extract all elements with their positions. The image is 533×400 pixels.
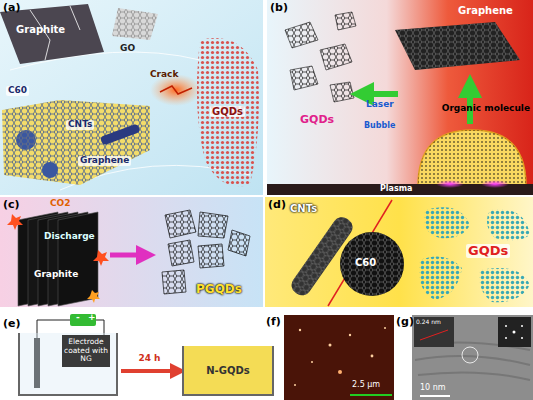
figure-label: + xyxy=(88,313,96,323)
figure-label: CNTs xyxy=(66,120,94,130)
figure-label: Discharge xyxy=(44,232,95,242)
figure-label: Graphene xyxy=(78,156,131,166)
figure-label: (b) xyxy=(270,2,288,14)
figure-label: GQDs xyxy=(210,106,245,117)
figure-label: Bubble xyxy=(364,122,422,131)
figure-label: GQDs xyxy=(300,114,334,126)
beaker-label: N-GQDs xyxy=(206,365,249,376)
panel-a xyxy=(0,0,263,195)
figure-label: PGQDs xyxy=(196,283,242,296)
process-arrow xyxy=(121,369,178,373)
figure-label: Graphite xyxy=(34,270,78,280)
figure-label: C60 xyxy=(355,257,376,268)
figure-label: (c) xyxy=(3,199,20,211)
figure-label: 2.5 μm xyxy=(352,381,380,390)
figure-label: GQDs xyxy=(466,244,510,258)
panel-b xyxy=(267,0,533,195)
edge-label: 24 h xyxy=(138,354,160,364)
figure-label: Laser xyxy=(366,100,394,110)
figure-label: CO2 xyxy=(50,199,71,209)
figure-label: 10 nm xyxy=(420,384,446,393)
figure-label: (e) xyxy=(3,318,21,330)
tem-image xyxy=(412,315,533,400)
beaker-product: N-GQDs xyxy=(182,346,274,396)
figure-label: Graphene xyxy=(458,5,513,16)
figure-label: 0.24 nm xyxy=(416,319,441,326)
figure-label: CNTs xyxy=(290,203,317,214)
figure-label: (g) xyxy=(396,316,414,328)
figure-label: - xyxy=(76,313,80,323)
figure-label: Crack xyxy=(150,70,178,80)
figure-label: Organic molecule xyxy=(442,104,530,114)
figure-label: C60 xyxy=(6,86,29,96)
afm-image xyxy=(284,315,394,400)
figure-label: Graphite xyxy=(16,24,65,35)
figure-label: GO xyxy=(120,44,135,54)
beaker-electrode: Electrode coated with NG xyxy=(18,333,118,396)
electrode-label: Electrode coated with NG xyxy=(62,335,110,367)
figure-label: (d) xyxy=(268,199,286,211)
panel-d xyxy=(265,197,533,307)
panel-c xyxy=(0,197,263,307)
figure-label: Plasma xyxy=(380,185,413,194)
figure-label: (f) xyxy=(266,316,281,328)
figure-label: (a) xyxy=(3,2,20,14)
